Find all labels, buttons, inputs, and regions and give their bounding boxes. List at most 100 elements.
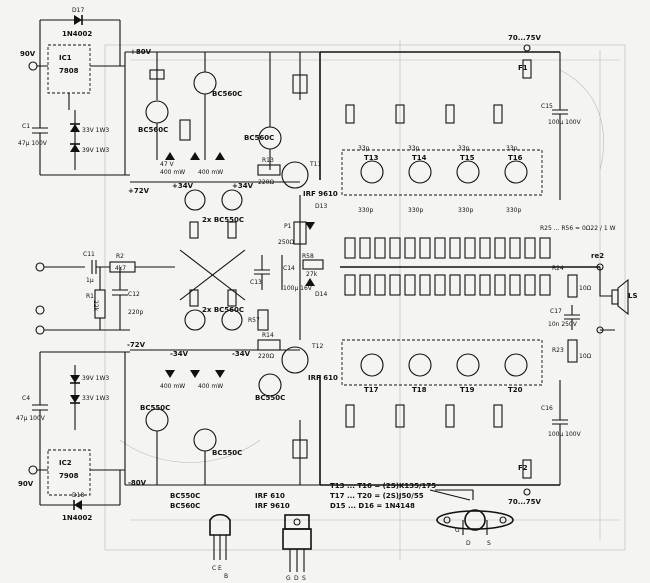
- svg-text:T14: T14: [412, 154, 427, 162]
- svg-text:2x BC550C: 2x BC550C: [202, 216, 244, 224]
- svg-text:C1: C1: [22, 123, 30, 130]
- svg-text:22k: 22k: [92, 300, 99, 312]
- svg-text:P1: P1: [284, 223, 292, 230]
- source-resistors-upper: [344, 237, 551, 259]
- svg-text:330p: 330p: [358, 207, 373, 214]
- svg-text:D18: D18: [72, 492, 84, 499]
- svg-text:T13: T13: [364, 154, 379, 162]
- svg-text:R58: R58: [302, 253, 314, 260]
- svg-text:39V 1W3: 39V 1W3: [82, 147, 109, 154]
- svg-text:B: B: [224, 573, 228, 580]
- svg-text:100µ 100V: 100µ 100V: [548, 119, 582, 126]
- svg-text:C: C: [212, 565, 216, 572]
- svg-text:33p: 33p: [458, 145, 470, 152]
- svg-text:1N4002: 1N4002: [62, 30, 92, 38]
- svg-text:400 mW: 400 mW: [160, 383, 185, 390]
- svg-text:G: G: [455, 527, 460, 534]
- svg-text:220Ω: 220Ω: [258, 353, 274, 360]
- lower-driver: 2x BC560C -34V -34V 400 mW 400 mW BC550C…: [125, 249, 338, 486]
- svg-text:D: D: [466, 540, 471, 547]
- positive-supply: 90V IC1 7808 D17 1N4002 C1 47µ 100V 33V …: [18, 7, 152, 195]
- svg-text:33p: 33p: [506, 145, 518, 152]
- svg-text:+34V: +34V: [232, 182, 254, 190]
- svg-text:T18: T18: [412, 386, 427, 394]
- svg-text:T11: T11: [309, 161, 321, 168]
- package-bc550: BC550C BC560C C E B: [170, 492, 231, 580]
- svg-text:IRF 9610: IRF 9610: [255, 502, 290, 510]
- svg-text:330p: 330p: [506, 207, 521, 214]
- svg-text:2x BC560C: 2x BC560C: [202, 306, 244, 314]
- svg-text:33p: 33p: [358, 145, 370, 152]
- svg-text:250Ω: 250Ω: [278, 239, 294, 246]
- upper-transistors: T13 T14 T15 T16: [360, 154, 528, 184]
- svg-text:33p: 33p: [408, 145, 420, 152]
- svg-text:70...75V: 70...75V: [508, 498, 541, 506]
- svg-text:220Ω: 220Ω: [258, 179, 274, 186]
- svg-text:33V 1W3: 33V 1W3: [82, 395, 109, 402]
- negative-supply: 90V IC2 7908 D18 1N4002 C4 47µ 100V 39V …: [16, 341, 147, 522]
- svg-text:220p: 220p: [128, 309, 143, 316]
- svg-text:LS: LS: [628, 292, 638, 300]
- svg-text:1µ: 1µ: [86, 277, 94, 284]
- svg-text:400 mW: 400 mW: [160, 169, 185, 176]
- svg-text:400 mW: 400 mW: [198, 169, 223, 176]
- gate-network: 33p 33p 33p 33p 330p 330p 330p 330p: [345, 104, 521, 428]
- svg-text:BC550C: BC550C: [255, 394, 285, 402]
- svg-text:-72V: -72V: [127, 341, 146, 349]
- svg-text:C17: C17: [550, 308, 562, 315]
- svg-text:S: S: [487, 540, 491, 547]
- svg-text:IRF 9610: IRF 9610: [303, 190, 338, 198]
- svg-text:70...75V: 70...75V: [508, 34, 541, 42]
- svg-text:100µ 100V: 100µ 100V: [548, 431, 582, 438]
- svg-text:10n 250V: 10n 250V: [548, 321, 578, 328]
- svg-text:BC550C: BC550C: [140, 404, 170, 412]
- svg-text:R25 ... R56 = 0Ω22 / 1 W: R25 ... R56 = 0Ω22 / 1 W: [540, 225, 616, 232]
- svg-text:BC560C: BC560C: [138, 126, 168, 134]
- svg-text:33V 1W3: 33V 1W3: [82, 127, 109, 134]
- svg-text:R13: R13: [262, 157, 274, 164]
- lower-transistors: T17 T18 T19 T20: [360, 353, 528, 394]
- svg-text:R1: R1: [86, 293, 94, 300]
- legend: T13 ... T16 = (2S)K135/175 T17 ... T20 =…: [330, 482, 436, 510]
- svg-text:7908: 7908: [59, 472, 79, 480]
- svg-text:T16: T16: [508, 154, 523, 162]
- source-resistors-lower: [344, 274, 551, 296]
- svg-text:1N4002: 1N4002: [62, 514, 92, 522]
- bias-network: P1 250Ω D13 D14 R58 27k C13 C14 100µ 16V…: [248, 195, 327, 340]
- svg-text:T13 ... T16 = (2S)K135/175: T13 ... T16 = (2S)K135/175: [330, 482, 436, 490]
- svg-text:IC2: IC2: [59, 459, 72, 467]
- svg-text:T15: T15: [460, 154, 475, 162]
- svg-text:C14: C14: [283, 265, 295, 272]
- svg-text:47 V: 47 V: [160, 161, 175, 168]
- svg-text:C16: C16: [541, 405, 553, 412]
- svg-text:330p: 330p: [408, 207, 423, 214]
- svg-text:T17 ... T20 = (2S)J50/55: T17 ... T20 = (2S)J50/55: [330, 492, 424, 500]
- svg-text:C13: C13: [250, 279, 262, 286]
- output-stage: F1 70...75V F2 70...75V T13 T14 T15 T16 …: [319, 34, 638, 506]
- svg-text:C12: C12: [128, 291, 140, 298]
- svg-text:R57: R57: [248, 317, 260, 324]
- svg-text:D14: D14: [315, 291, 327, 298]
- svg-text:T20: T20: [508, 386, 523, 394]
- svg-text:-34V: -34V: [170, 350, 189, 358]
- svg-text:-80V: -80V: [128, 479, 147, 487]
- svg-text:E: E: [218, 565, 222, 572]
- svg-text:D13: D13: [315, 203, 327, 210]
- package-to3: G D S: [429, 489, 514, 547]
- svg-text:7808: 7808: [59, 67, 79, 75]
- svg-text:90V: 90V: [20, 50, 36, 58]
- svg-text:400 mW: 400 mW: [198, 383, 223, 390]
- svg-text:BC550C: BC550C: [170, 492, 200, 500]
- svg-text:27k: 27k: [306, 271, 318, 278]
- svg-text:100µ 16V: 100µ 16V: [283, 285, 313, 292]
- svg-text:+72V: +72V: [128, 187, 150, 195]
- svg-text:IC1: IC1: [59, 54, 72, 62]
- svg-text:T17: T17: [364, 386, 379, 394]
- svg-text:47µ 100V: 47µ 100V: [16, 415, 46, 422]
- svg-text:330p: 330p: [458, 207, 473, 214]
- svg-text:G: G: [286, 575, 291, 582]
- svg-text:90V: 90V: [18, 480, 34, 488]
- svg-text:R2: R2: [116, 253, 124, 260]
- svg-text:D: D: [294, 575, 299, 582]
